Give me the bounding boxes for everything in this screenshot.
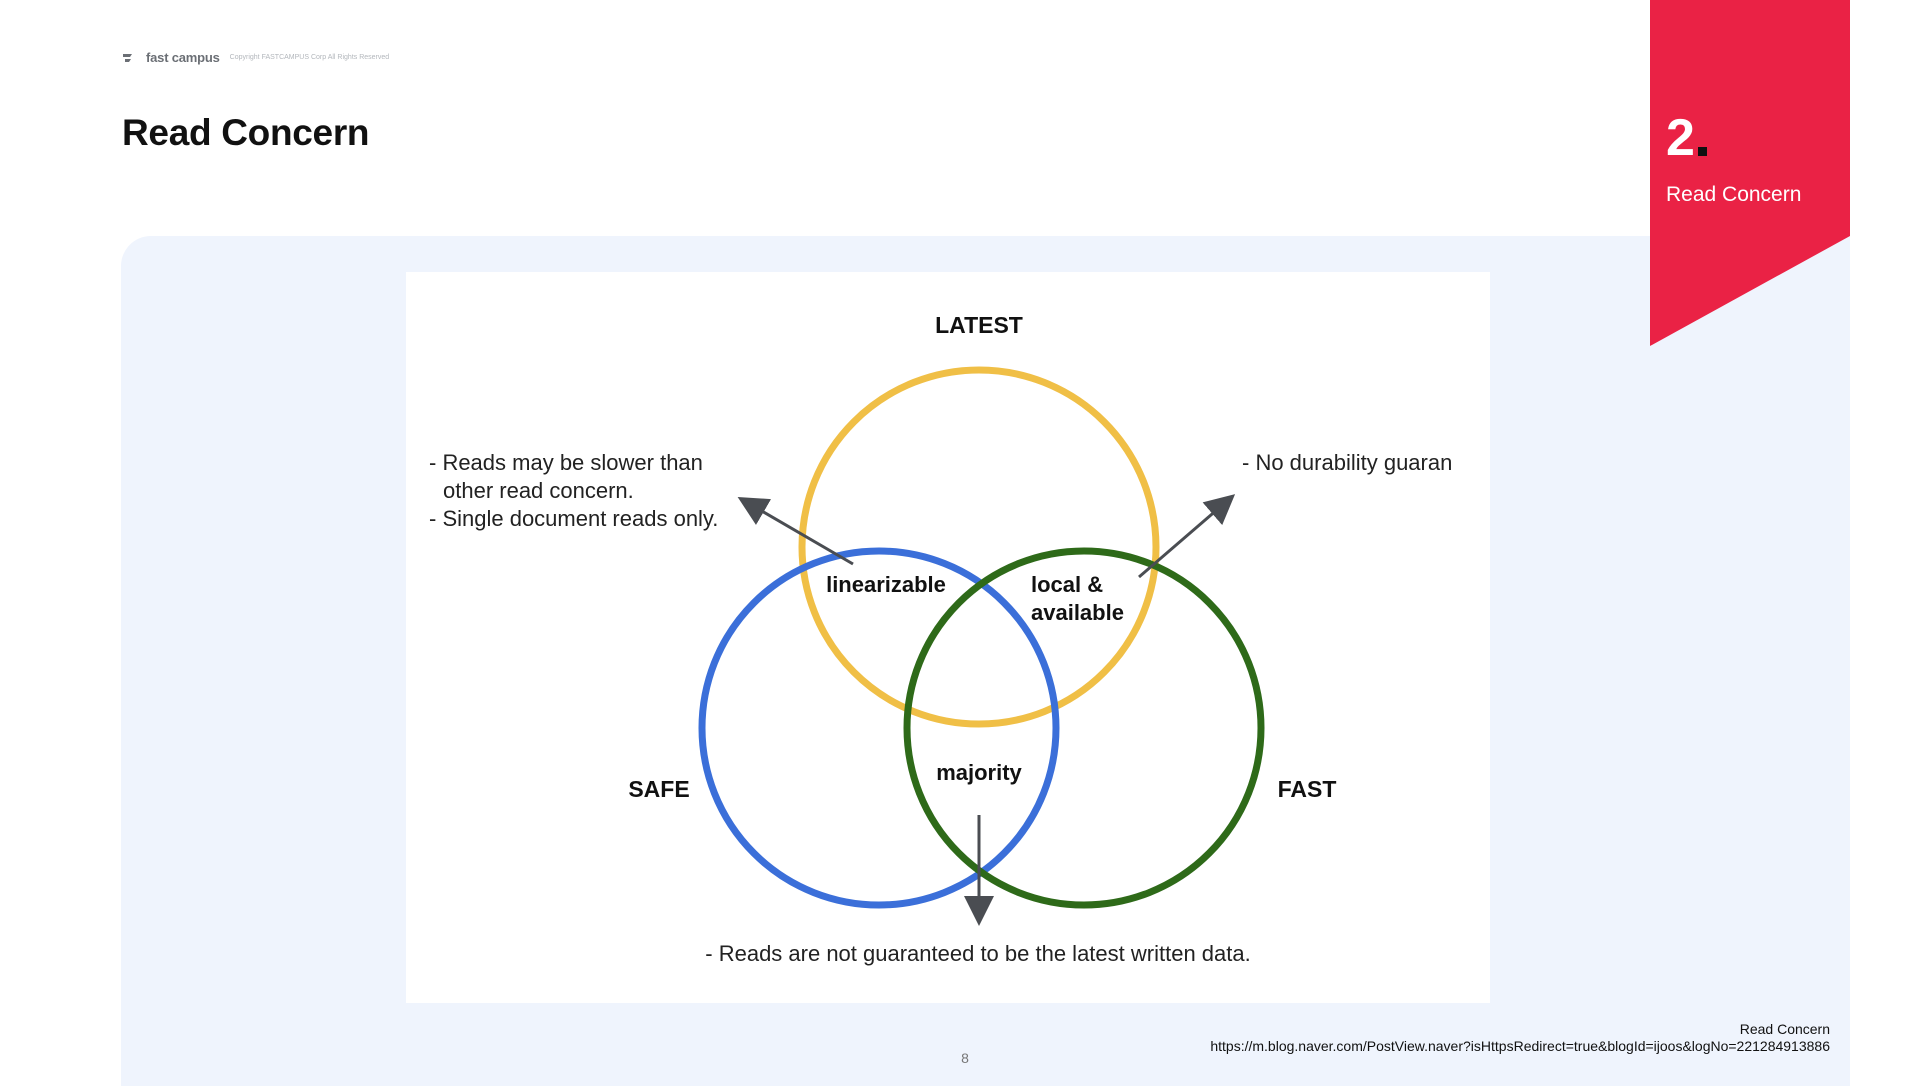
venn-diagram-figure: LATEST SAFE FAST linearizable local & av… [406,272,1490,1003]
linearizable-region-label: linearizable [826,572,946,597]
linearizable-note-line1: - Reads may be slower than [429,450,703,475]
section-tag: 2 Read Concern [1650,0,1850,346]
fast-circle [903,547,1265,909]
linearizable-note-line2: other read concern. [443,478,634,503]
source-url: https://m.blog.naver.com/PostView.naver?… [1210,1038,1830,1054]
linearizable-note-line3: - Single document reads only. [429,506,718,531]
linearizable-arrow [737,496,854,566]
latest-circle [798,366,1160,728]
majority-region-label: majority [936,760,1022,785]
brand-name: fast campus [146,50,220,65]
venn-diagram: LATEST SAFE FAST linearizable local & av… [429,312,1452,966]
page-number: 8 [961,1050,969,1066]
local-available-region-label-line2: available [1031,600,1124,625]
safe-circle [698,547,1060,909]
majority-note: - Reads are not guaranteed to be the lat… [705,941,1250,966]
section-number-dot [1698,147,1707,156]
source-title: Read Concern [1739,1021,1830,1037]
section-label: Read Concern [1666,183,1802,206]
latest-label: LATEST [935,312,1023,338]
local-available-note: - No durability guaran [1242,450,1452,475]
local-available-arrow [1138,494,1236,579]
source-citation: Read Concern https://m.blog.naver.com/Po… [1210,1021,1830,1055]
copyright-text: Copyright FASTCAMPUS Corp All Rights Res… [229,54,390,61]
section-tag-shape [1650,0,1850,346]
brand-logo: fast campus Copyright FASTCAMPUS Corp Al… [122,50,389,65]
page-title: Read Concern [122,112,370,153]
safe-label: SAFE [628,776,689,802]
section-number: 2 [1666,109,1695,167]
local-available-region-label-line1: local & [1031,572,1103,597]
fastcampus-logo-icon [123,53,132,62]
fast-label: FAST [1278,776,1337,802]
